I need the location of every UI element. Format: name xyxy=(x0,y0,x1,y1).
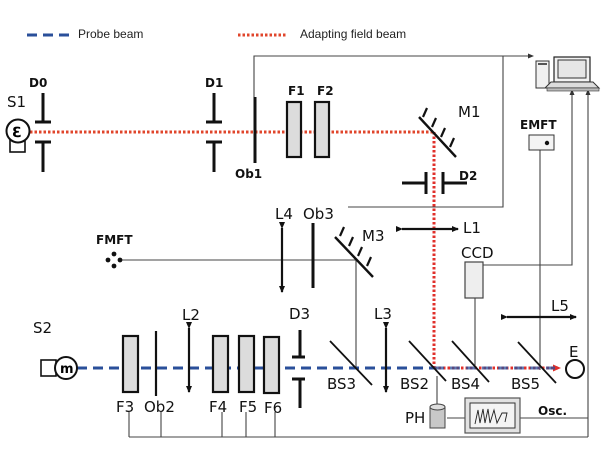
label-f6: F6 xyxy=(264,399,282,417)
diaphragm-d3: D3 xyxy=(289,305,310,408)
label-emft: EMFT xyxy=(520,118,557,132)
filter-f5: F5 xyxy=(237,334,257,416)
label-l2: L2 xyxy=(182,306,200,324)
label-bs5: BS5 xyxy=(511,375,540,393)
label-f4: F4 xyxy=(209,398,227,416)
label-d1: D1 xyxy=(205,76,223,90)
label-l1: L1 xyxy=(463,219,481,237)
lens-l5: L5 xyxy=(501,297,577,320)
label-bs3: BS3 xyxy=(327,375,356,393)
label-d3: D3 xyxy=(289,305,310,323)
photodetector-icon: PH xyxy=(405,403,446,429)
label-m3: M3 xyxy=(362,227,385,245)
filter-f6: F6 xyxy=(262,335,282,417)
source-s2: m S2 xyxy=(33,319,78,380)
label-bs2: BS2 xyxy=(400,375,429,393)
lens-l3: L3 xyxy=(374,305,392,393)
ccd-camera: CCD xyxy=(461,244,494,299)
source-s1: ℇ S1 xyxy=(5,93,31,153)
label-ob3: Ob3 xyxy=(303,205,334,223)
label-f5: F5 xyxy=(239,398,257,416)
label-l3: L3 xyxy=(374,305,392,323)
wiring xyxy=(122,53,591,438)
label-f3: F3 xyxy=(116,398,134,416)
beam-splitter-bs2: BS2 xyxy=(400,340,447,393)
label-l5: L5 xyxy=(551,297,569,315)
legend-probe-label: Probe beam xyxy=(78,27,143,41)
mirror-m3: M3 xyxy=(334,226,385,278)
computer-icon xyxy=(535,56,601,92)
label-l4: L4 xyxy=(275,205,293,223)
svg-text:ℇ: ℇ xyxy=(12,125,21,141)
label-ob2: Ob2 xyxy=(144,398,175,416)
filter-f2: F2 xyxy=(313,84,334,159)
beam-splitter-bs3: BS3 xyxy=(327,340,373,393)
label-d2: D2 xyxy=(459,169,477,183)
label-bs4: BS4 xyxy=(451,375,480,393)
lens-l4: L4 xyxy=(275,205,293,293)
beam-splitter-bs4: BS4 xyxy=(451,340,490,393)
filter-f1: F1 xyxy=(285,84,305,159)
label-d0: D0 xyxy=(29,76,47,90)
lamp-source-icon xyxy=(54,356,78,380)
filter-f4: F4 xyxy=(209,334,230,416)
label-osc: Osc. xyxy=(538,404,567,418)
label-ob1: Ob1 xyxy=(235,167,262,181)
fmft-detector: FMFT xyxy=(96,233,133,269)
svg-text:m: m xyxy=(60,362,74,377)
diaphragm-d2: D2 xyxy=(402,169,477,194)
lens-l2: L2 xyxy=(182,306,200,393)
diaphragm-d1: D1 xyxy=(205,76,223,172)
label-s1: S1 xyxy=(7,93,26,111)
label-ccd: CCD xyxy=(461,244,494,262)
label-fmft: FMFT xyxy=(96,233,133,247)
label-ph: PH xyxy=(405,409,425,427)
label-s2: S2 xyxy=(33,319,52,337)
beam-splitter-bs5: BS5 xyxy=(511,341,557,393)
label-f2: F2 xyxy=(317,84,334,98)
legend: Probe beam Adapting field beam xyxy=(27,27,406,41)
objective-ob1: Ob1 xyxy=(235,97,262,181)
lamp-source-icon xyxy=(5,118,31,144)
label-m1: M1 xyxy=(458,103,481,121)
legend-adapting-label: Adapting field beam xyxy=(300,27,406,41)
mirror-m1: M1 xyxy=(418,103,481,158)
objective-ob3: Ob3 xyxy=(303,205,334,288)
lens-l1: L1 xyxy=(396,219,481,237)
diaphragm-d0: D0 xyxy=(29,76,51,172)
label-e: E xyxy=(569,343,578,361)
oscilloscope-icon: Osc. xyxy=(464,397,567,434)
eye-icon: E xyxy=(565,343,585,379)
objective-ob2: Ob2 xyxy=(144,331,175,416)
emft-detector: EMFT xyxy=(520,118,557,151)
label-f1: F1 xyxy=(288,84,305,98)
filter-f3: F3 xyxy=(116,334,140,416)
